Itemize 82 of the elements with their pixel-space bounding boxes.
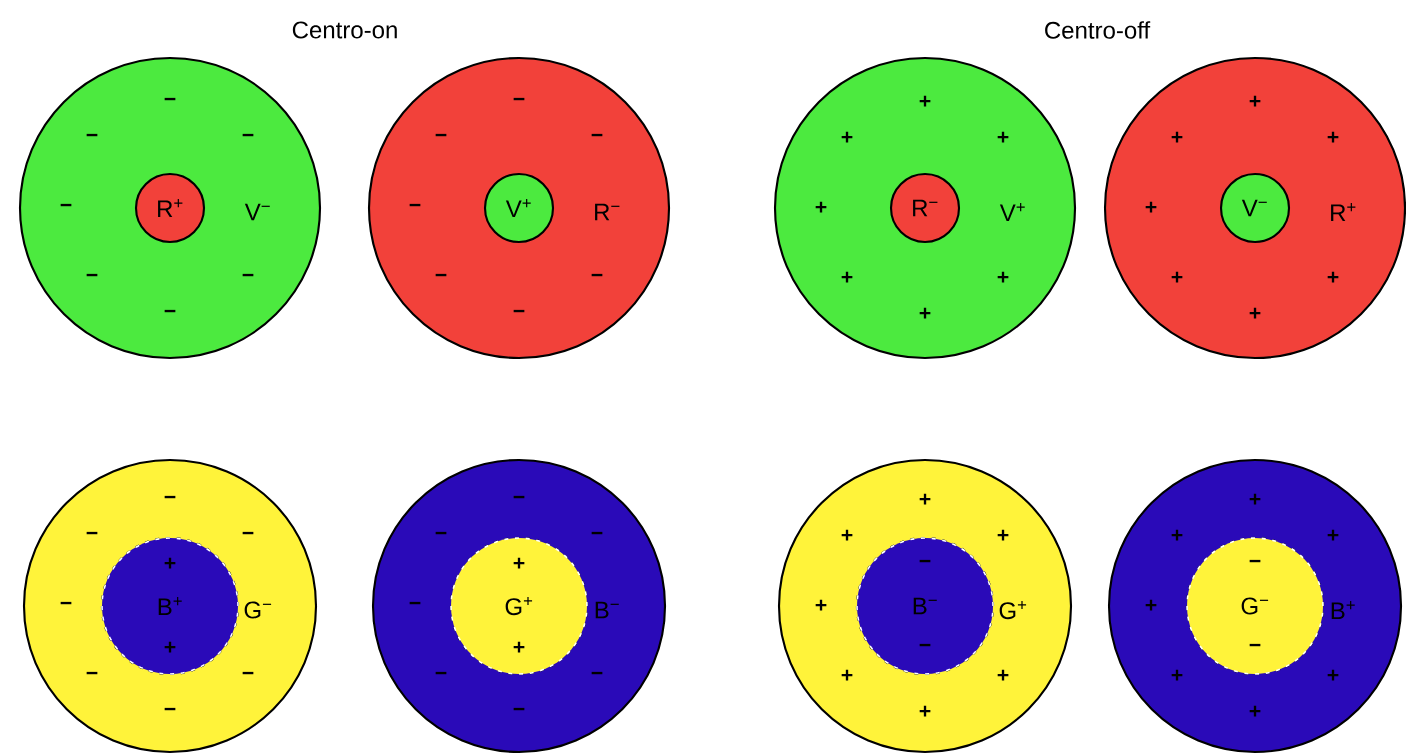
sign-symbol: + — [841, 131, 853, 143]
sign-symbol: − — [164, 707, 176, 711]
cone-label: B$^{+}$ — [1331, 601, 1355, 620]
sign-symbol: − — [164, 309, 176, 313]
cone-label: R$^{+}$ — [158, 199, 183, 218]
cone-label: G$^{−}$ — [244, 601, 272, 619]
sign-symbol: + — [1145, 599, 1157, 611]
column-heading: Centro-on — [292, 21, 397, 39]
sign-symbol: + — [513, 557, 525, 569]
sign-symbol: − — [591, 671, 603, 675]
sign-symbol: + — [1171, 669, 1183, 681]
sign-symbol: − — [86, 671, 98, 675]
sign-symbol: + — [1327, 131, 1339, 143]
sign-symbol: − — [919, 643, 931, 647]
sign-symbol: + — [1171, 529, 1183, 541]
sign-symbol: − — [86, 273, 98, 277]
sign-symbol: + — [815, 201, 827, 213]
sign-symbol: − — [242, 273, 254, 277]
cone-label: G$^{+}$ — [999, 600, 1027, 620]
cone-label: V$^{+}$ — [505, 199, 531, 218]
sign-symbol: − — [513, 97, 525, 101]
cone-label: V$^{−}$ — [1241, 199, 1267, 217]
sign-symbol: + — [1249, 705, 1261, 717]
sign-symbol: + — [841, 529, 853, 541]
sign-symbol: − — [164, 495, 176, 499]
sign-symbol: − — [86, 133, 98, 137]
sign-symbol: − — [435, 133, 447, 137]
cone-label: B$^{+}$ — [158, 597, 182, 616]
sign-symbol: + — [997, 669, 1009, 681]
sign-symbol: − — [591, 531, 603, 535]
sign-symbol: − — [242, 531, 254, 535]
sign-symbol: + — [1327, 669, 1339, 681]
sign-symbol: − — [435, 671, 447, 675]
sign-symbol: − — [513, 707, 525, 711]
cone-label: R$^{+}$ — [1331, 203, 1356, 222]
sign-symbol: + — [164, 641, 176, 653]
sign-symbol: + — [919, 493, 931, 505]
column-heading: Centro-off — [1045, 21, 1151, 39]
sign-symbol: + — [815, 599, 827, 611]
sign-symbol: + — [164, 557, 176, 569]
sign-symbol: + — [1249, 493, 1261, 505]
sign-symbol: + — [841, 271, 853, 283]
sign-symbol: + — [919, 307, 931, 319]
sign-symbol: − — [435, 273, 447, 277]
cone-label: R$^{−}$ — [913, 199, 938, 217]
sign-symbol: − — [242, 133, 254, 137]
sign-symbol: − — [409, 203, 421, 207]
sign-symbol: − — [919, 559, 931, 563]
sign-symbol: − — [435, 531, 447, 535]
sign-symbol: − — [409, 601, 421, 605]
sign-symbol: + — [1145, 201, 1157, 213]
sign-symbol: − — [513, 309, 525, 313]
sign-symbol: + — [1249, 95, 1261, 107]
cone-label: G$^{−}$ — [1241, 597, 1269, 615]
sign-symbol: − — [1249, 643, 1261, 647]
sign-symbol: − — [513, 495, 525, 499]
sign-symbol: + — [997, 271, 1009, 283]
sign-symbol: + — [919, 95, 931, 107]
sign-symbol: − — [60, 601, 72, 605]
cone-label: B$^{−}$ — [595, 601, 619, 619]
cone-label: V$^{+}$ — [999, 203, 1025, 222]
sign-symbol: + — [919, 705, 931, 717]
sign-symbol: + — [513, 641, 525, 653]
sign-symbol: + — [1327, 271, 1339, 283]
sign-symbol: + — [1171, 271, 1183, 283]
sign-symbol: + — [997, 529, 1009, 541]
sign-symbol: + — [1171, 131, 1183, 143]
cone-label: R$^{−}$ — [595, 203, 620, 221]
cone-label: B$^{−}$ — [913, 597, 937, 615]
cone-label: V$^{−}$ — [244, 203, 270, 221]
sign-symbol: − — [591, 133, 603, 137]
sign-symbol: − — [242, 671, 254, 675]
sign-symbol: − — [1249, 559, 1261, 563]
sign-symbol: − — [60, 203, 72, 207]
sign-symbol: + — [1327, 529, 1339, 541]
sign-symbol: + — [1249, 307, 1261, 319]
sign-symbol: + — [841, 669, 853, 681]
cone-label: G$^{+}$ — [505, 596, 533, 616]
sign-symbol: − — [86, 531, 98, 535]
sign-symbol: − — [164, 97, 176, 101]
sign-symbol: + — [997, 131, 1009, 143]
sign-symbol: − — [591, 273, 603, 277]
